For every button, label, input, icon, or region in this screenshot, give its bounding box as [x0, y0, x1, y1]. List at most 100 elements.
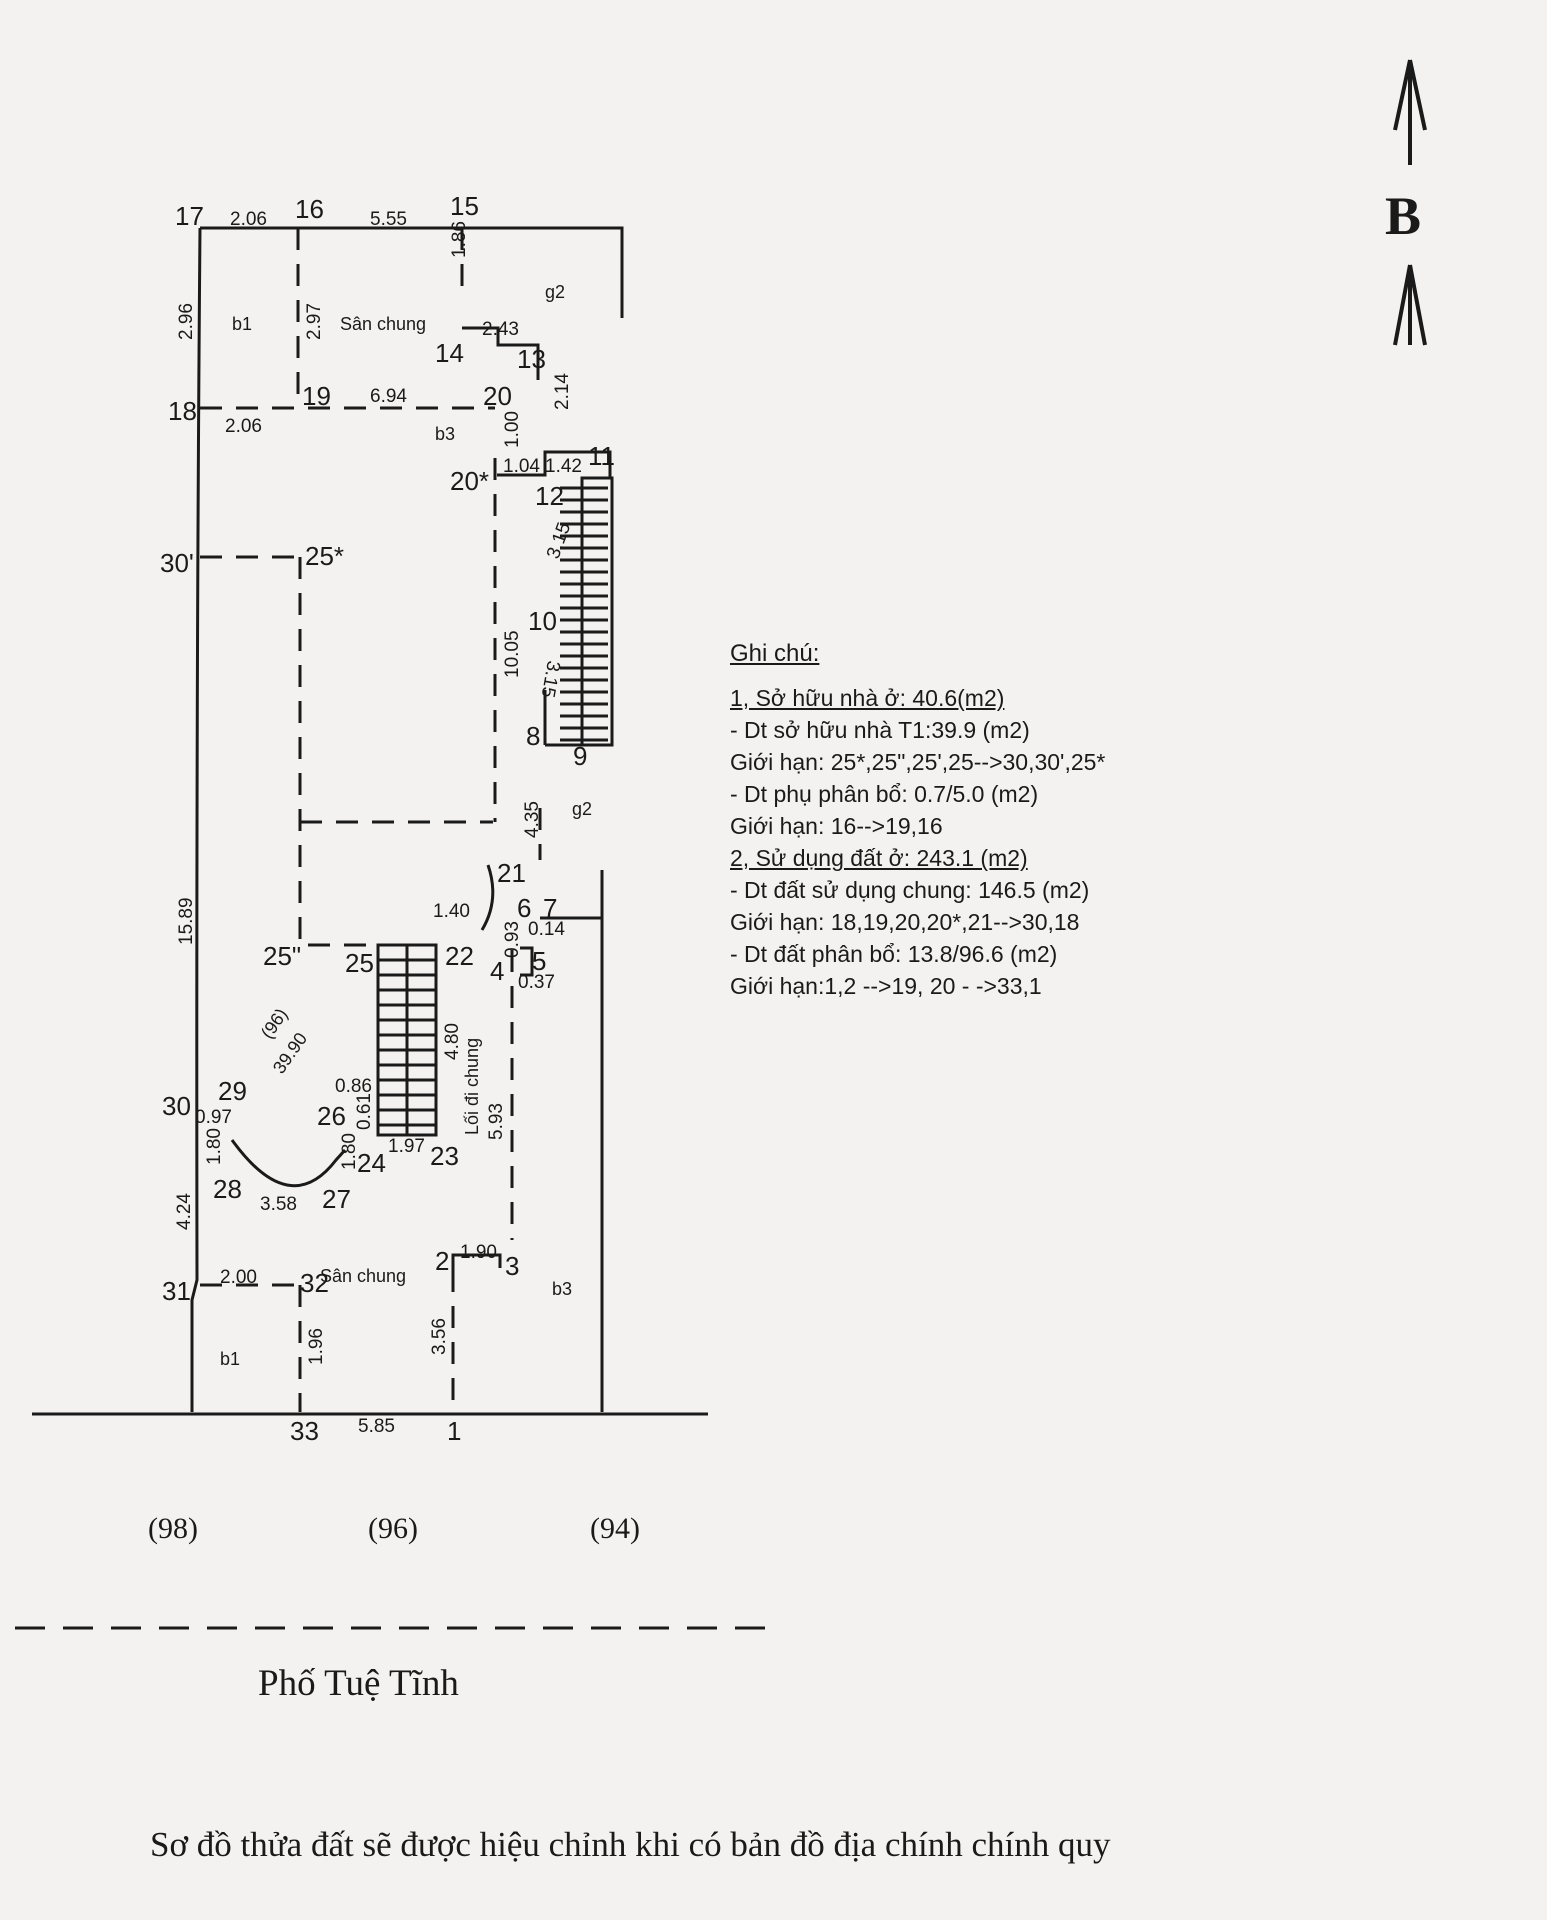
point-25: 25	[345, 948, 374, 978]
street-name: Phố Tuệ Tĩnh	[258, 1663, 459, 1704]
boundary-left	[190, 227, 202, 1412]
area-b3-bottom: b3	[552, 1279, 572, 1299]
dim-2-43: 2.43	[482, 319, 519, 340]
legend-notes: Ghi chú: 1, Sở hữu nhà ở: 40.6(m2) - Dt …	[730, 638, 1105, 1002]
point-14: 14	[435, 338, 464, 368]
dim-0-61: 0.61	[354, 1093, 375, 1130]
dim-0-37: 0.37	[518, 972, 555, 993]
point-9: 9	[573, 741, 587, 771]
point-16: 16	[295, 194, 324, 224]
dim-1-90: 1.90	[460, 1242, 497, 1263]
note-line: - Dt sở hữu nhà T1:39.9 (m2)	[730, 717, 1030, 743]
dim-0-97: 0.97	[195, 1107, 232, 1128]
dim-2-06-mid: 2.06	[225, 416, 262, 437]
point-12: 12	[535, 481, 564, 511]
point-11: 11	[588, 441, 615, 471]
note-line: Giới hạn:1,2 -->19, 20 - ->33,1	[730, 973, 1042, 999]
dim-6-94: 6.94	[370, 386, 407, 407]
neighbor-98: (98)	[148, 1512, 198, 1545]
dim-4-35: 4.35	[522, 801, 543, 838]
dim-1-00: 1.00	[502, 411, 523, 448]
dim-2-97: 2.97	[304, 303, 325, 340]
area-b1-top: b1	[232, 314, 252, 334]
point-33: 33	[290, 1416, 319, 1446]
point-29: 29	[218, 1076, 247, 1106]
area-g2-mid: g2	[572, 799, 592, 819]
point-21: 21	[497, 858, 526, 888]
point-31: 31	[162, 1276, 191, 1306]
dim-5-93: 5.93	[486, 1103, 507, 1140]
stair-hatch-upper	[560, 486, 608, 742]
dim-1-97: 1.97	[388, 1136, 425, 1157]
stair-hatch-lower	[378, 958, 436, 1127]
dim-0-93: 0.93	[502, 921, 523, 958]
footer-note: Sơ đồ thửa đất sẽ được hiệu chỉnh khi có…	[150, 1825, 1111, 1864]
point-17: 17	[175, 201, 204, 231]
point-22: 22	[445, 941, 474, 971]
note-line: - Dt đất phân bổ: 13.8/96.6 (m2)	[730, 941, 1058, 967]
point-7: 7	[543, 893, 557, 923]
dim-0-86: 0.86	[335, 1076, 372, 1097]
dim-1-42: 1.42	[545, 456, 582, 477]
dim-1-86: 1.86	[449, 221, 470, 258]
point-30-prime: 30'	[160, 548, 194, 578]
point-8: 8	[526, 721, 540, 751]
notes-title: Ghi chú:	[730, 640, 820, 667]
note-line: Giới hạn: 18,19,20,20*,21-->30,18	[730, 909, 1080, 935]
point-15: 15	[450, 191, 479, 221]
compass-letter: B	[1385, 186, 1422, 246]
dim-1-96: 1.96	[306, 1328, 327, 1365]
area-loi-di-chung: Lối đi chung	[462, 1038, 482, 1135]
dim-1-04: 1.04	[503, 456, 540, 477]
dim-2-14: 2.14	[552, 373, 573, 410]
point-13: 13	[517, 344, 546, 374]
point-5: 5	[532, 946, 546, 976]
point-20-star: 20*	[450, 466, 489, 496]
dim-15-89: 15.89	[176, 897, 197, 945]
note-line: 2, Sử dụng đất ở: 243.1 (m2)	[730, 845, 1028, 871]
note-line: - Dt đất sử dụng chung: 146.5 (m2)	[730, 877, 1090, 903]
dim-5-85: 5.85	[358, 1416, 395, 1437]
dim-0-14: 0.14	[528, 919, 565, 940]
area-g2-top: g2	[545, 282, 565, 302]
area-san-chung-top: Sân chung	[340, 314, 426, 334]
point-27: 27	[322, 1184, 351, 1214]
neighbor-96: (96)	[368, 1512, 418, 1545]
neighbor-94: (94)	[590, 1512, 640, 1545]
unit-number: (96)	[257, 1005, 292, 1043]
dim-5-55: 5.55	[370, 209, 407, 230]
area-san-chung-bottom: Sân chung	[320, 1266, 406, 1286]
dim-3-56: 3.56	[429, 1318, 450, 1355]
dim-3-58: 3.58	[260, 1194, 297, 1215]
dim-4-80: 4.80	[442, 1023, 463, 1060]
point-26: 26	[317, 1101, 346, 1131]
point-6: 6	[517, 893, 531, 923]
dim-3-15-a: 3.15	[543, 520, 575, 562]
point-28: 28	[213, 1174, 242, 1204]
point-30: 30	[162, 1091, 191, 1121]
point-25-star: 25*	[305, 541, 344, 571]
point-24: 24	[357, 1148, 386, 1178]
area-b3-mid: b3	[435, 424, 455, 444]
note-line: Giới hạn: 16-->19,16	[730, 813, 943, 839]
point-4: 4	[490, 956, 504, 986]
dim-1-80-b: 1.80	[339, 1133, 360, 1170]
dim-1-40: 1.40	[433, 901, 470, 922]
note-line: Giới hạn: 25*,25",25',25-->30,30',25*	[730, 749, 1106, 775]
dim-2-00: 2.00	[220, 1267, 257, 1288]
north-arrow-icon	[1393, 59, 1427, 346]
dim-2-96: 2.96	[176, 303, 197, 340]
note-line: - Dt phụ phân bổ: 0.7/5.0 (m2)	[730, 781, 1039, 807]
dim-1-80-a: 1.80	[204, 1128, 225, 1165]
boundary-top	[200, 226, 624, 318]
area-b1-bottom: b1	[220, 1349, 240, 1369]
point-23: 23	[430, 1141, 459, 1171]
point-3: 3	[505, 1251, 519, 1281]
point-1: 1	[447, 1416, 461, 1446]
point-10: 10	[528, 606, 557, 636]
dim-2-06-top: 2.06	[230, 209, 267, 230]
point-18: 18	[168, 396, 197, 426]
point-20: 20	[483, 381, 512, 411]
point-32: 32	[300, 1268, 329, 1298]
